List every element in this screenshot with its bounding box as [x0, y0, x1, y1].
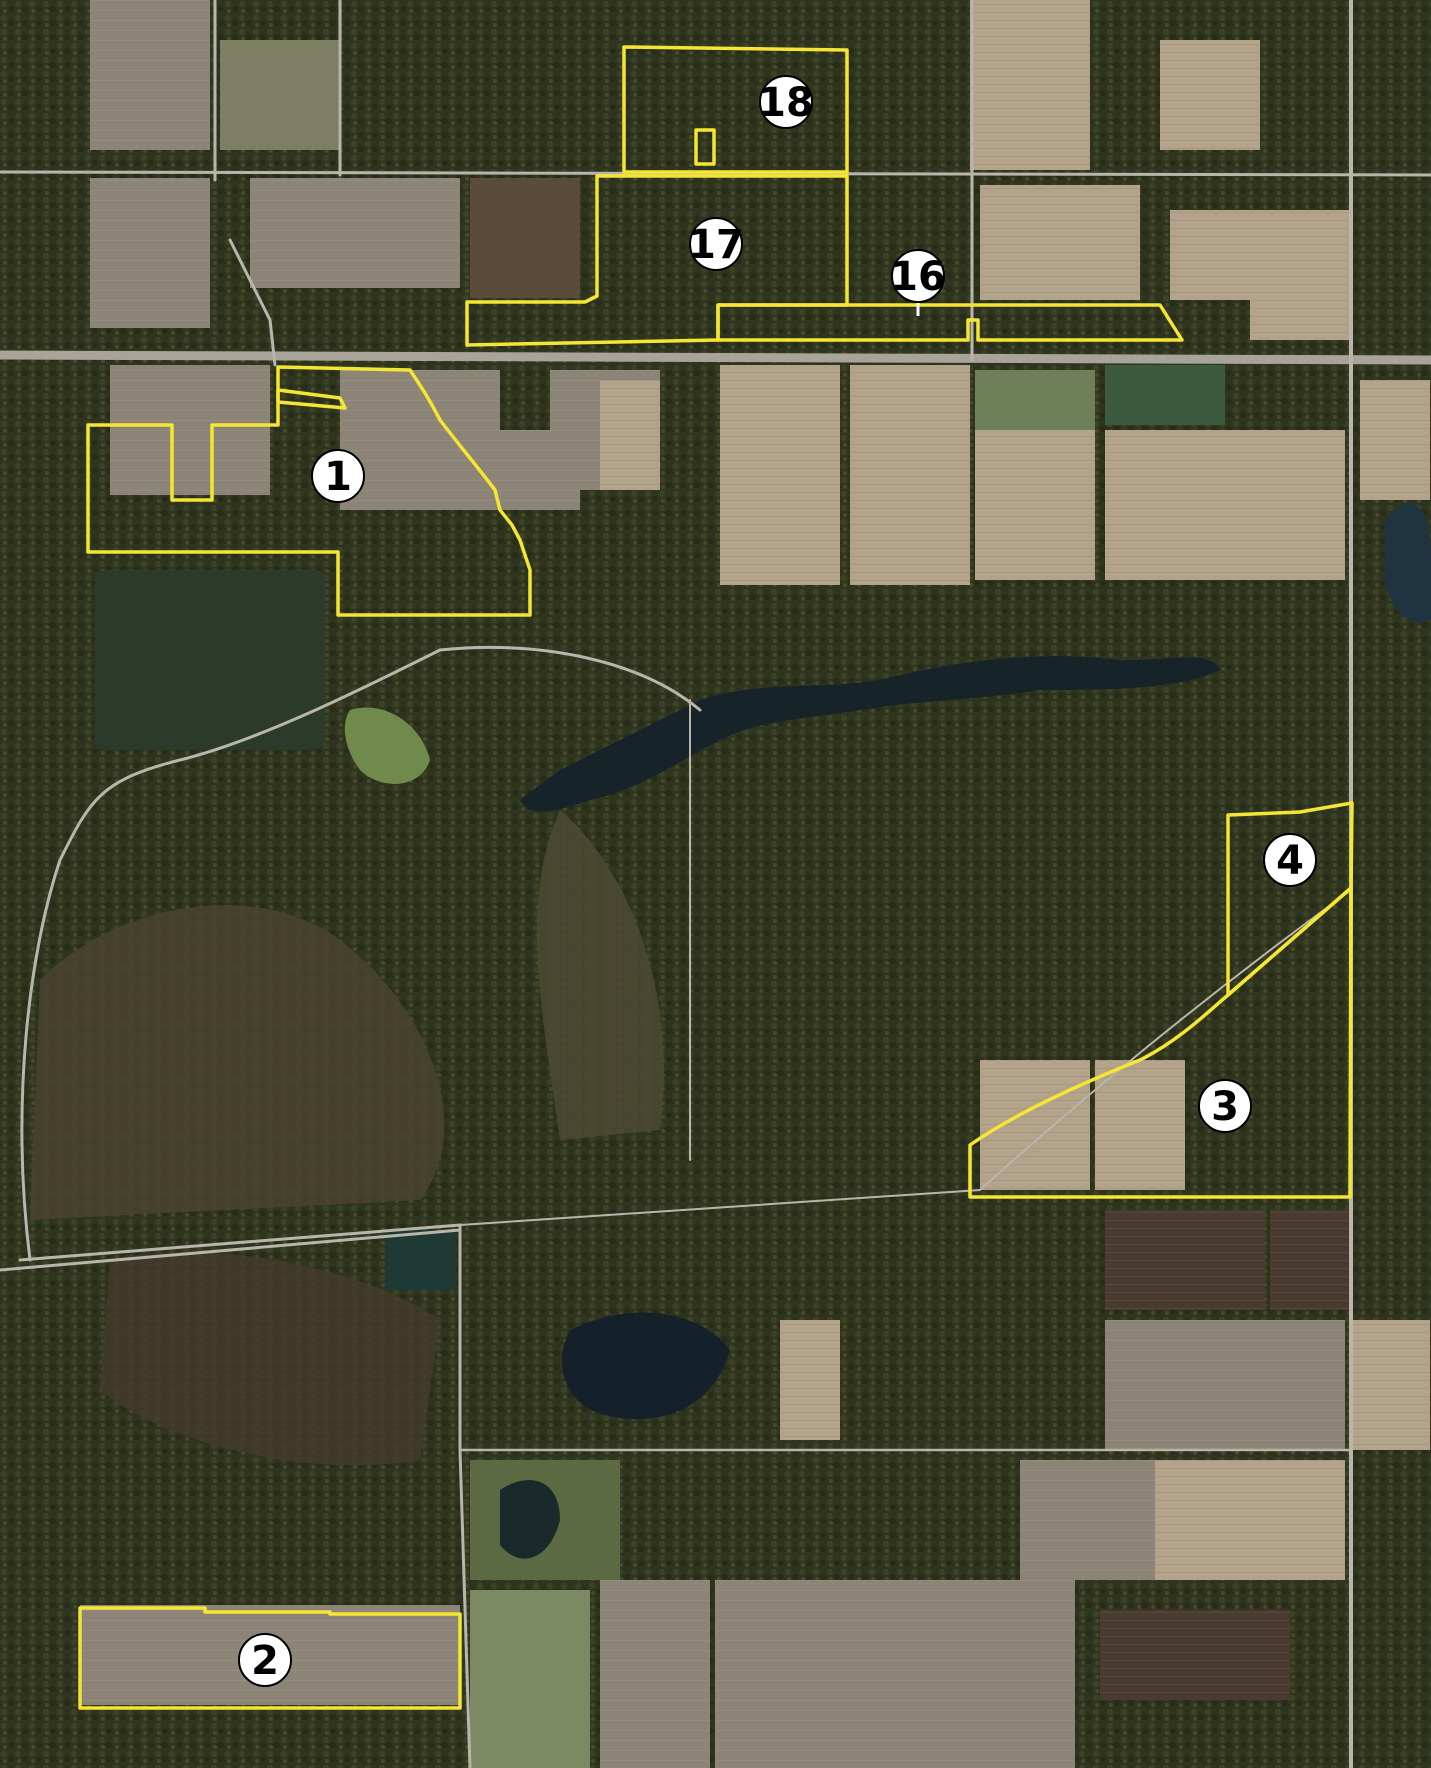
parcel-4-boundary[interactable]: [1226, 801, 1354, 997]
parcel-label-text: 3: [1211, 1084, 1239, 1130]
fields: [80, 0, 1430, 1768]
parcel-label-circle: [311, 449, 365, 503]
parcel-label-17[interactable]: 17: [688, 217, 744, 271]
parcel-label-4[interactable]: 4: [1263, 833, 1317, 887]
meadows: [30, 810, 664, 1466]
parcel-label-16[interactable]: 16: [890, 249, 946, 303]
parcel-label-text: 18: [758, 80, 814, 126]
parcel-label-text: 16: [890, 254, 946, 300]
parcel-label-circle: [891, 249, 945, 303]
parcel-1-inner: [276, 388, 347, 410]
parcel-label-circle: [238, 1633, 292, 1687]
parcel-16-boundary[interactable]: [716, 303, 1184, 342]
parcel-label-circle: [759, 75, 813, 129]
parcel-boundaries: [78, 45, 1354, 1710]
parcel-label-text: 4: [1276, 838, 1304, 884]
parcel-3-boundary[interactable]: [968, 886, 1353, 1199]
parcel-18-inner: [694, 128, 716, 166]
parcel-label-1[interactable]: 1: [311, 449, 365, 503]
parcel-label-2[interactable]: 2: [238, 1633, 292, 1687]
parcel-2-boundary[interactable]: [78, 1606, 462, 1710]
parcel-label-text: 17: [688, 222, 744, 268]
parcel-1-boundary[interactable]: [86, 365, 532, 617]
parcel-label-circle: [1198, 1079, 1252, 1133]
parcel-label-18[interactable]: 18: [758, 75, 814, 129]
parcel-label-text: 1: [324, 454, 352, 500]
parcel-label-circle: [689, 217, 743, 271]
parcel-labels: 1 2 3 4 16 17 18: [238, 75, 1317, 1687]
parcel-label-text: 2: [251, 1638, 279, 1684]
parcel-label-3[interactable]: 3: [1198, 1079, 1252, 1133]
parcel-18-boundary[interactable]: [622, 45, 849, 174]
parcel-label-circle: [1263, 833, 1317, 887]
parcel-17-boundary[interactable]: [465, 174, 849, 347]
water-bodies: [95, 503, 1431, 1559]
